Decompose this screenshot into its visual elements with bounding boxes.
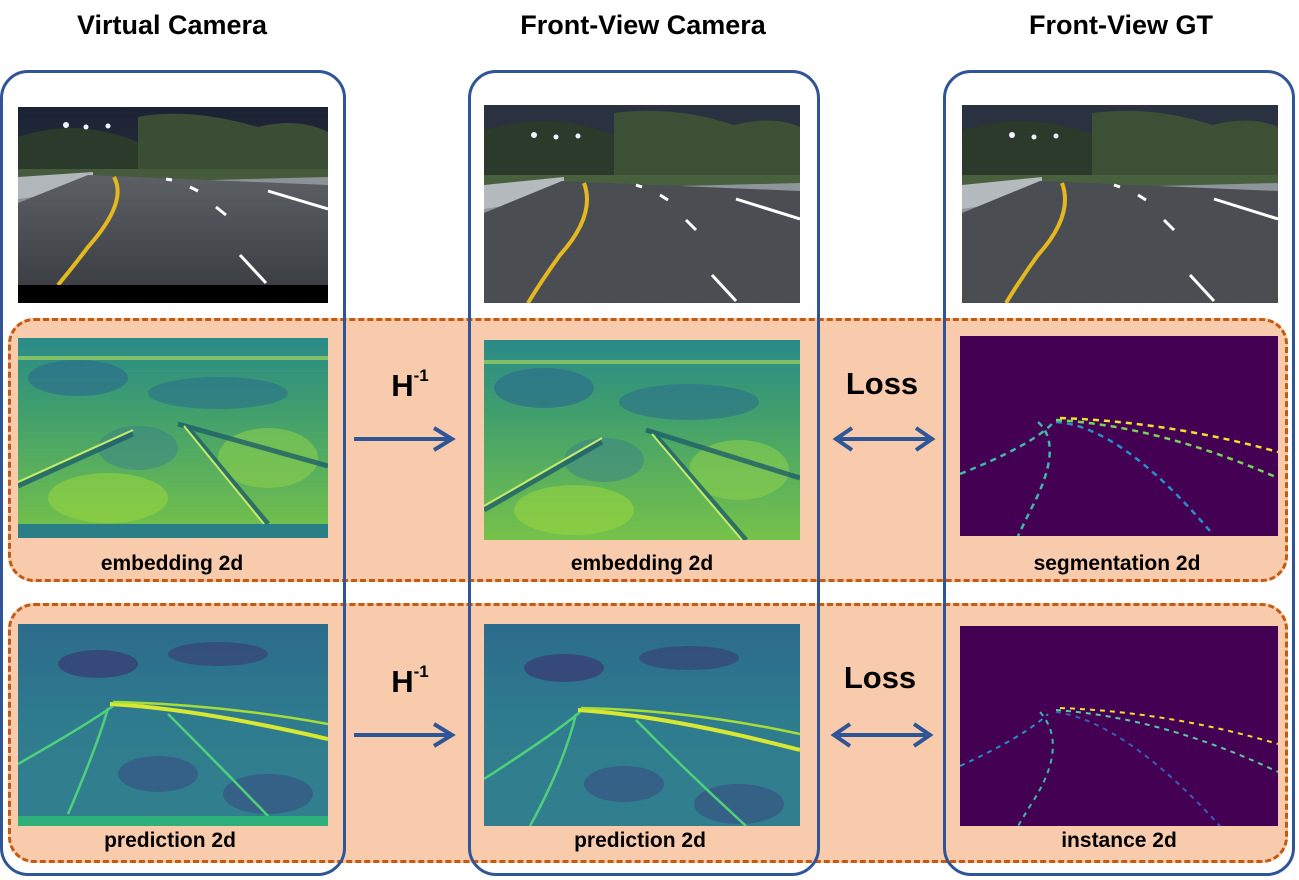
caption-gt-segmentation: segmentation 2d <box>1033 552 1201 575</box>
front-embedding-2d-image <box>484 340 800 540</box>
gt-segmentation-2d-image <box>960 336 1278 536</box>
loss-double-arrow-row2 <box>830 722 934 748</box>
caption-virtual-prediction: prediction 2d <box>104 829 236 852</box>
front-view-gt-road-image <box>962 105 1278 303</box>
virtual-camera-road-image <box>18 107 328 303</box>
loss-label-row1: Loss <box>845 366 919 401</box>
front-view-camera-road-image <box>484 105 800 303</box>
caption-front-prediction: prediction 2d <box>574 829 706 852</box>
loss-label-row2: Loss <box>843 660 917 695</box>
caption-front-embedding: embedding 2d <box>570 552 714 575</box>
front-view-gt-column-frame <box>943 70 1295 876</box>
virtual-embedding-2d-image <box>18 338 328 538</box>
caption-virtual-embedding: embedding 2d <box>100 552 244 575</box>
homography-base: H <box>391 664 414 699</box>
homography-inverse-label-row1: H-1 <box>391 366 429 404</box>
homography-superscript: -1 <box>413 662 429 681</box>
front-view-gt-title: Front-View GT <box>1028 10 1214 40</box>
transform-arrow-row1 <box>354 426 456 452</box>
front-view-camera-column-frame <box>468 70 820 876</box>
virtual-camera-column-frame <box>0 70 346 876</box>
homography-inverse-label-row2: H-1 <box>391 662 429 700</box>
front-prediction-2d-image <box>484 624 800 826</box>
homography-superscript: -1 <box>413 366 429 385</box>
virtual-camera-title: Virtual Camera <box>76 10 268 40</box>
loss-double-arrow-row1 <box>832 426 936 452</box>
caption-gt-instance: instance 2d <box>1061 829 1177 852</box>
gt-instance-2d-image <box>960 626 1278 826</box>
virtual-prediction-2d-image <box>18 624 328 826</box>
homography-base: H <box>391 368 414 403</box>
front-view-camera-title: Front-View Camera <box>520 10 766 40</box>
transform-arrow-row2 <box>354 722 456 748</box>
